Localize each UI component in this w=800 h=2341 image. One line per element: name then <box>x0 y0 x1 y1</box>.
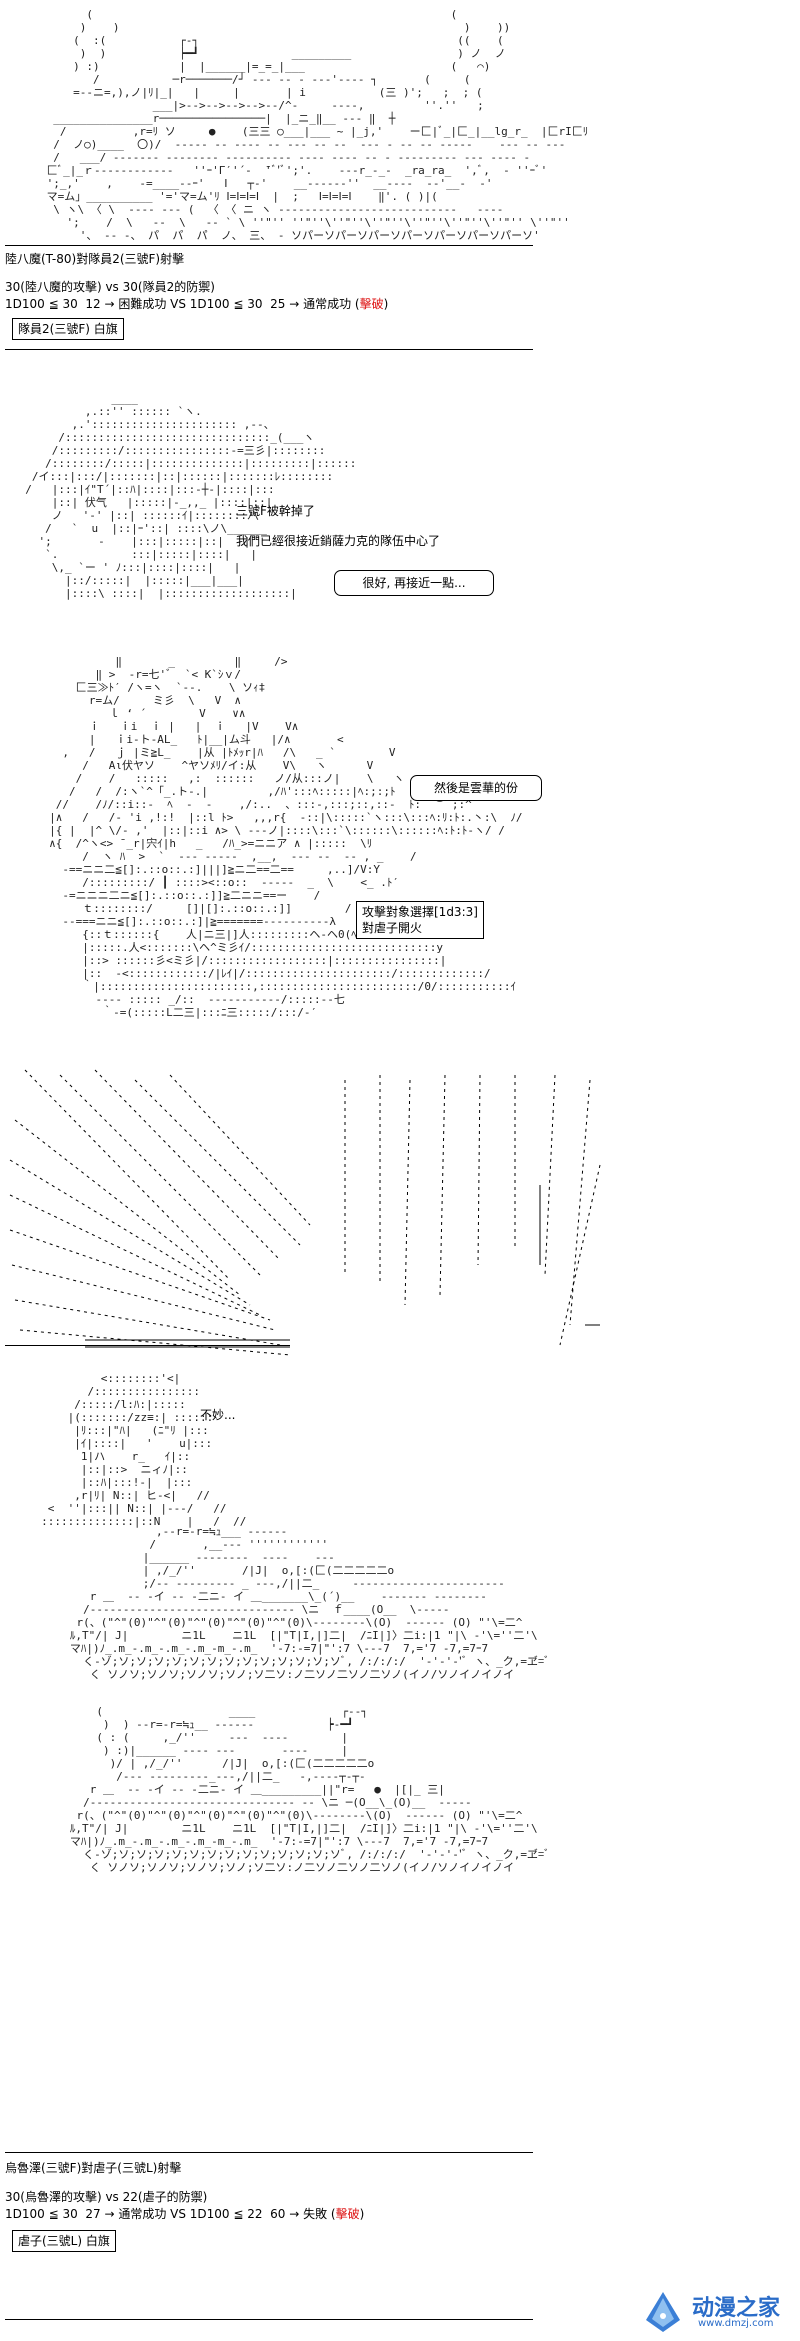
attack-target-order: 對虐子開火 <box>362 921 423 935</box>
speech-line: 不妙... <box>200 1408 236 1422</box>
section1-roll-line2: 1D100 ≦ 30 12 → 困難成功 VS 1D100 ≦ 30 25 → … <box>5 296 388 312</box>
ascii-art-tank-explosion: ( ( ) ) ) )) ( :( ┌‐┐ (( ( <box>46 8 589 242</box>
section2-roll-line1: 30(烏魯澤的攻擊) vs 22(虐子的防禦) <box>5 2190 208 2204</box>
divider <box>5 245 533 246</box>
attack-target-roll: 攻擊對象選擇[1d3:3] <box>362 905 478 919</box>
pen-nib-icon <box>646 2292 680 2332</box>
divider <box>5 2319 533 2320</box>
result-kill-label: 擊破 <box>359 297 384 311</box>
speech-bubble: 很好, 再接近一點... <box>334 570 494 596</box>
white-flag-box: 隊員2(三號F) 白旗 <box>12 318 124 340</box>
shot-impact-rays <box>9 1069 601 1356</box>
watermark-name: 动漫之家 <box>692 2296 781 2321</box>
ascii-art-tank-destroyed: ( ____ ┌‐‐┐ ) ) ‐‐r=‐r=≒ｭ__ ‐‐‐‐‐‐ ┝‐━┛ … <box>69 1705 550 1874</box>
roll-text: 1D100 ≦ 30 12 → 困難成功 VS 1D100 ≦ 30 25 → … <box>5 297 360 311</box>
narration-line1: 三號F被幹掉了 <box>236 504 315 518</box>
divider <box>5 349 533 350</box>
divider <box>5 1345 290 1346</box>
narration-line2: 我們已經很接近銷薩力克的隊伍中心了 <box>236 534 441 548</box>
section1-roll-line1: 30(陸八魔的攻擊) vs 30(隊員2的防禦) <box>5 280 215 294</box>
ascii-art-tank-firing: ,‐‐r=‐r=≒ｭ___ ‐‐‐‐‐‐ / ,__‐‐‐ ''''''''''… <box>69 1525 550 1681</box>
command-box: 攻擊對象選擇[1d3:3] 對虐子開火 <box>356 901 484 939</box>
result-kill-label: 擊破 <box>335 2207 360 2221</box>
ascii-art-worried-girl: <::::::::'<| /:::::::::::::::: /:::::/l:… <box>41 1372 247 1528</box>
section2-title: 烏魯澤(三號F)對虐子(三號L)射擊 <box>5 2161 182 2175</box>
white-flag-box: 虐子(三號L) 白旗 <box>12 2230 116 2252</box>
section1-title: 陸八魔(T-80)對隊員2(三號F)射擊 <box>5 252 185 266</box>
speech-bubble: 然後是雲華的份 <box>410 775 542 801</box>
roll-text: 1D100 ≦ 30 27 → 通常成功 VS 1D100 ≦ 22 60 → … <box>5 2207 336 2221</box>
section2-roll-line2: 1D100 ≦ 30 27 → 通常成功 VS 1D100 ≦ 22 60 → … <box>5 2206 364 2222</box>
roll-text-close: ) <box>383 297 389 311</box>
divider <box>5 2152 533 2153</box>
ascii-art-commander: ____ ,.::'' :::::: `ヽ. ,.'::::::::::::::… <box>25 392 357 600</box>
roll-text-close: ) <box>359 2207 365 2221</box>
watermark-url: www.dmzj.com <box>698 2318 774 2329</box>
ascii-art-tank-crew: ‖ _ ‖ /> ‖ > ‐r=七'ﾞ `< K`ｼｖ/ 匚三≫ﾄ′ /ヽ=ヽ … <box>49 655 523 1019</box>
site-watermark-logo: 动漫之家 www.dmzj.com <box>640 2290 790 2334</box>
